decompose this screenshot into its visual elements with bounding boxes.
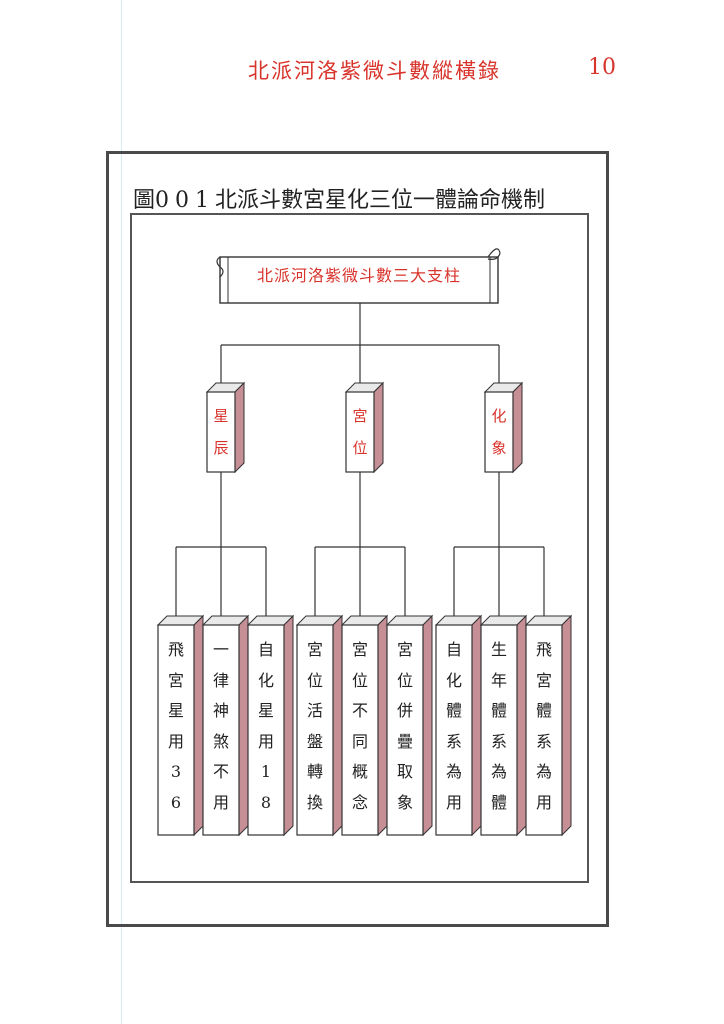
leaf-box-1-1-side: [377, 614, 388, 837]
root-label: 北派河洛紫微斗數三大支柱: [256, 266, 461, 285]
leaf-label-0-1: 一律神煞不用: [212, 640, 229, 812]
running-head: 北派河洛紫微斗數縱橫錄: [248, 59, 501, 83]
figure-outer-frame: [106, 151, 609, 927]
scroll-left-curl: [216, 256, 224, 278]
leaf-box-0-2-side: [283, 614, 294, 837]
page-number: 10: [588, 55, 616, 80]
leaf-box-0-0-side: [193, 614, 204, 837]
pillar-label-1: 宮位: [352, 407, 368, 457]
leaf-box-1-2: [385, 614, 434, 837]
scroll-right-curl: [487, 248, 501, 260]
leaf-box-2-0: [434, 614, 483, 837]
leaf-box-2-1: [479, 614, 528, 837]
leaf-box-1-1-face: [341, 624, 379, 836]
figure-title-text: 北派斗數宮星化三位一體論命機制: [215, 188, 546, 213]
pillar-box-2-side: [512, 381, 523, 474]
leaf-box-0-0-face: [157, 624, 195, 836]
leaf-box-2-1-side: [516, 614, 527, 837]
leaf-label-2-1: 生年體系為體: [490, 640, 507, 812]
pillar-label-2: 化象: [491, 407, 507, 457]
leaf-box-2-2: [524, 614, 573, 837]
figure-inner-frame: [130, 213, 589, 883]
root-scroll-banner: [216, 248, 501, 304]
leaf-label-1-2: 宮位併疊取象: [396, 640, 413, 812]
leaf-box-2-1-face: [480, 624, 518, 836]
leaf-box-1-2-face: [386, 624, 424, 836]
leaf-box-2-0-side: [471, 614, 482, 837]
pillar-box-2: [483, 381, 524, 474]
leaf-label-1-1: 宮位不同概念: [351, 640, 368, 812]
leaf-box-0-2-face: [247, 624, 285, 836]
leaf-box-0-0: [156, 614, 205, 837]
figure-number: 001: [155, 188, 216, 213]
leaf-box-2-2-face: [525, 624, 563, 836]
page-margin-line: [121, 0, 122, 1024]
pillar-box-0-face: [206, 391, 236, 473]
pillar-boxes: [156, 381, 573, 837]
pillar-box-1-side: [373, 381, 384, 474]
leaf-box-1-0-side: [332, 614, 343, 837]
scroll-body: [219, 256, 499, 304]
pillar-box-2-face: [484, 391, 514, 473]
pillar-box-1: [344, 381, 385, 474]
leaf-box-1-0-face: [296, 624, 334, 836]
figure-title: 圖001北派斗數宮星化三位一體論命機制: [133, 182, 545, 214]
leaf-box-1-2-side: [422, 614, 433, 837]
leaf-box-1-1: [340, 614, 389, 837]
leaf-box-1-0: [295, 614, 344, 837]
pillar-box-0-side: [234, 381, 245, 474]
pillar-label-0: 星辰: [213, 407, 229, 457]
leaf-label-1-0: 宮位活盤轉換: [306, 640, 323, 812]
pillar-box-1-face: [345, 391, 375, 473]
leaf-box-0-1-side: [238, 614, 249, 837]
leaf-box-0-2: [246, 614, 295, 837]
leaf-box-0-1: [201, 614, 250, 837]
figure-prefix: 圖: [133, 188, 156, 213]
leaf-box-2-0-face: [435, 624, 473, 836]
leaf-label-2-0: 自化體系為用: [445, 640, 462, 812]
leaf-box-0-1-face: [202, 624, 240, 836]
leaf-label-2-2: 飛宮體系為用: [535, 640, 552, 812]
pillar-box-0: [205, 381, 246, 474]
leaf-box-2-2-side: [561, 614, 572, 837]
